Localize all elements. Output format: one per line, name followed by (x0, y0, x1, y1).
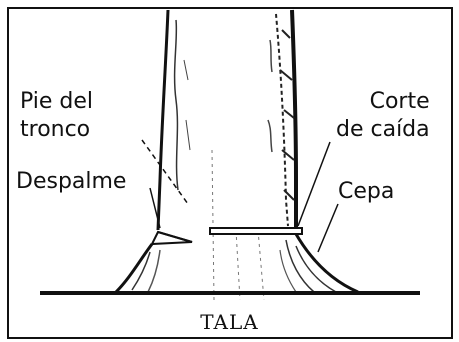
leader-despalme (149, 187, 161, 229)
label-pie-del-tronco-line2: tronco (20, 117, 91, 142)
leader-corte-de-caida (297, 141, 331, 227)
leader-cepa (317, 203, 339, 253)
despalme-notch (150, 230, 193, 246)
stump-base (114, 233, 359, 294)
label-despalme: Despalme (16, 169, 127, 194)
label-corte-de-caida: Corte de caída (336, 88, 430, 144)
label-corte-de-caida-line1: Corte (369, 89, 430, 114)
label-cepa: Cepa (338, 179, 395, 204)
tree-trunk (156, 9, 298, 301)
leader-pie-del-tronco (141, 139, 189, 205)
diagram-frame (7, 7, 453, 339)
label-pie-del-tronco-line1: Pie del (20, 89, 94, 114)
diagram-caption: TALA (200, 310, 259, 334)
label-pie-del-tronco: Pie del tronco (20, 88, 93, 144)
felling-cut (209, 227, 303, 235)
label-corte-de-caida-line2: de caída (336, 117, 430, 142)
